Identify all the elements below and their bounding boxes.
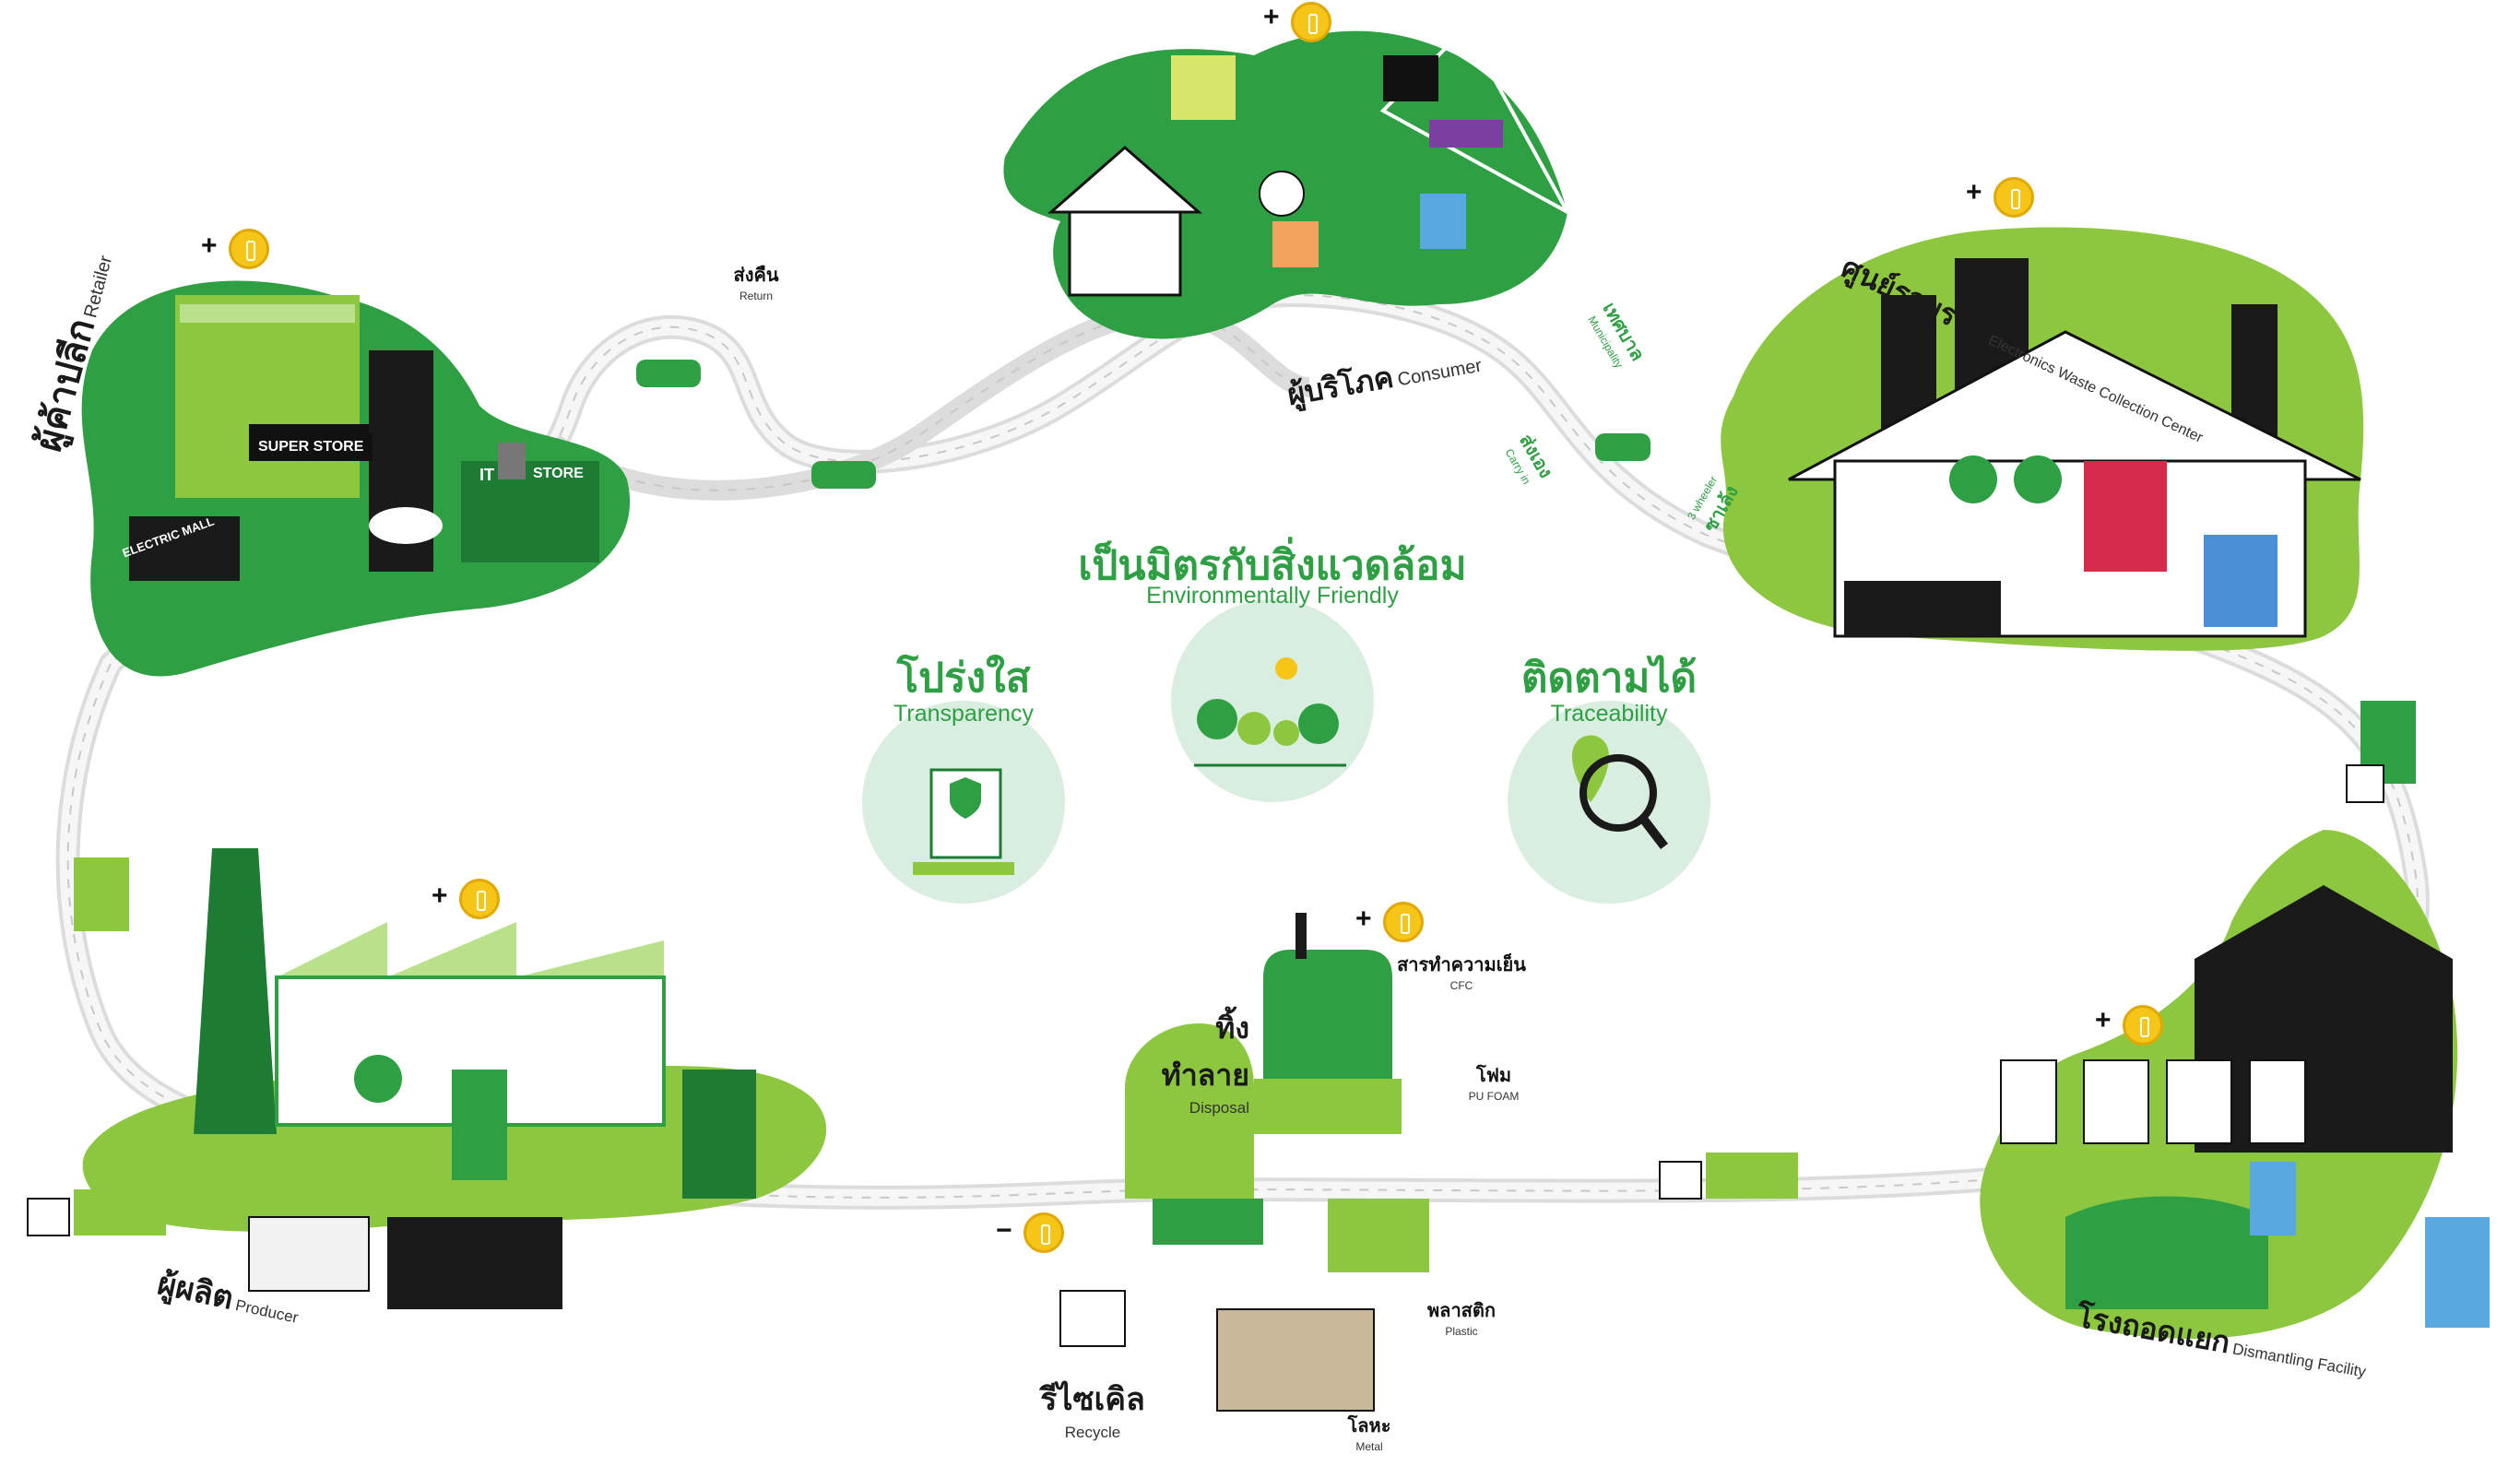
environment-circle: [1171, 599, 1374, 802]
super-store-sign: SUPER STORE: [249, 433, 373, 461]
plastic-bubble: พลาสติก Plastic: [1415, 1295, 1508, 1338]
pu-foam-bubble-th: โฟม: [1475, 1066, 1512, 1086]
plastic-bubble-th: พลาสติก: [1427, 1301, 1496, 1321]
disposal-label: ทิ้งทำลาย Disposal: [1130, 1005, 1249, 1117]
coin-icon: [1291, 2, 1331, 42]
consumer-label-en: Consumer: [1396, 355, 1484, 391]
metal-bubble-th: โลหะ: [1347, 1416, 1391, 1436]
retailer-label-en: Retailer: [80, 253, 117, 321]
plus-sign: +: [1355, 904, 1372, 934]
traceability-title: ติดตามได้: [1520, 656, 1698, 701]
transparency-title: โปร่งใส: [896, 656, 1031, 701]
cfc-bubble-th: สารทำความเย็น: [1397, 955, 1526, 975]
coin-icon: [459, 879, 500, 919]
disposal-recycle-island: [1059, 913, 1429, 1412]
cfc-bubble-en: CFC: [1449, 979, 1473, 992]
cfc-bubble: สารทำความเย็น CFC: [1388, 950, 1535, 992]
coin-icon: [229, 229, 269, 269]
trees-sun-icon: [1194, 657, 1346, 767]
producer-island: [82, 848, 827, 1309]
return-bubble-th: ส่งคืน: [733, 266, 779, 286]
pu-foam-bubble: โฟม PU FOAM: [1452, 1060, 1535, 1103]
recycle-label-en: Recycle: [1064, 1424, 1121, 1441]
collection-center-island: [1721, 227, 2364, 651]
minus-sign: −: [996, 1215, 1012, 1246]
plus-sign: +: [1966, 177, 1982, 207]
magnifier-map-pin-icon: [1572, 735, 1668, 850]
store-sign: STORE: [533, 466, 584, 481]
transparency-subtitle: Transparency: [893, 701, 1034, 727]
plus-sign: +: [432, 881, 448, 911]
plus-sign: +: [2095, 1005, 2112, 1035]
value-circles: [862, 599, 1710, 904]
recycle-label-th: รีไซเคิล: [1040, 1382, 1145, 1417]
pu-foam-bubble-en: PU FOAM: [1468, 1090, 1520, 1103]
disposal-label-th: ทิ้งทำลาย: [1161, 1011, 1249, 1092]
return-bubble-en: Return: [739, 290, 774, 302]
producer-label-en: Producer: [233, 1295, 301, 1327]
traceability-subtitle: Traceability: [1550, 701, 1668, 727]
center-subtitle: Environmentally Friendly: [1146, 583, 1399, 609]
return-bubble: ส่งคืน Return: [719, 260, 793, 302]
center-title: เป็นมิตรกับสิ่งแวดล้อม: [1078, 543, 1467, 588]
coin-icon: [1023, 1212, 1064, 1253]
it-sign: IT: [479, 466, 494, 484]
plus-sign: +: [201, 231, 218, 261]
producer-label-th: ผู้ผลิต: [154, 1266, 237, 1317]
metal-bubble-en: Metal: [1355, 1440, 1383, 1453]
traceability-circle: [1508, 701, 1710, 904]
plus-sign: +: [1263, 2, 1280, 32]
coin-icon: [1383, 902, 1424, 942]
vehicles: [27, 360, 2416, 1236]
coin-icon: [2123, 1005, 2163, 1046]
consumer-island: [1003, 24, 1573, 339]
recycle-label: รีไซเคิล Recycle: [1037, 1374, 1148, 1442]
plastic-bubble-en: Plastic: [1445, 1325, 1478, 1338]
dismantling-island: [1980, 830, 2490, 1339]
metal-bubble: โลหะ Metal: [1332, 1411, 1406, 1453]
document-shield-icon: [913, 768, 1014, 875]
disposal-label-en: Disposal: [1189, 1099, 1249, 1117]
coin-icon: [1994, 177, 2034, 218]
